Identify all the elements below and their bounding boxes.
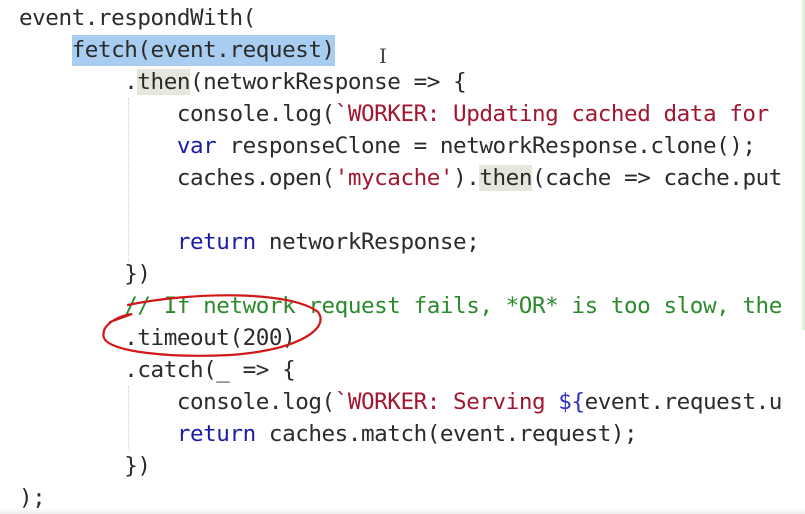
code-token: `WORKER: Serving	[334, 389, 559, 415]
code-line[interactable]: .then(networkResponse => {	[19, 66, 782, 98]
editor-right-edge-marker	[802, 0, 805, 330]
code-line[interactable]: console.log(`WORKER: Updating cached dat…	[19, 98, 782, 130]
code-token: .catch(_ => {	[124, 357, 296, 383]
indent	[19, 325, 124, 351]
code-token: event.respondWith(	[19, 5, 256, 31]
code-line[interactable]: return caches.match(event.request);	[19, 418, 782, 450]
code-line[interactable]: .catch(_ => {	[19, 354, 782, 386]
match-highlight-token: then	[137, 69, 191, 95]
code-line[interactable]: return networkResponse;	[19, 226, 782, 258]
indent	[19, 453, 124, 479]
match-highlight-token: then	[479, 165, 532, 191]
code-token: // If network request fails, *OR* is too…	[124, 293, 782, 319]
code-token: console.log(	[176, 101, 335, 127]
code-token: responseClone = networkResponse.clone();	[216, 133, 756, 159]
indent-guide	[128, 386, 129, 450]
code-token: ).	[453, 165, 480, 191]
text-ibeam-icon: I	[379, 44, 387, 68]
code-token: return	[176, 229, 256, 255]
indent	[19, 389, 177, 415]
code-token: ${	[558, 389, 585, 415]
code-token: );	[19, 485, 46, 511]
code-line[interactable]: console.log(`WORKER: Serving ${event.req…	[19, 386, 783, 418]
code-token: (networkResponse => {	[190, 69, 467, 95]
indent	[19, 165, 177, 191]
code-line[interactable]: caches.open('mycache').then(cache => cac…	[19, 162, 782, 194]
code-line[interactable]: .timeout(200)	[19, 322, 782, 354]
indent	[19, 37, 72, 63]
code-token: console.log(	[176, 389, 335, 415]
code-token: `WORKER: Updating cached data for	[334, 101, 769, 127]
code-line[interactable]: })	[19, 450, 782, 482]
code-token: .timeout(200)	[124, 325, 296, 351]
code-token: return	[176, 421, 256, 447]
code-token: 'mycache'	[334, 165, 454, 191]
code-lines[interactable]: event.respondWith( fetch(event.request) …	[19, 2, 782, 514]
code-token: })	[124, 261, 151, 287]
code-token: caches.match(event.request);	[255, 421, 638, 447]
code-line[interactable]: event.respondWith(	[19, 2, 782, 34]
indent	[19, 357, 124, 383]
code-token: })	[124, 453, 151, 479]
indent-guide	[128, 98, 129, 262]
code-line[interactable]: var responseClone = networkResponse.clon…	[19, 130, 782, 162]
code-line[interactable]: fetch(event.request)	[19, 34, 782, 66]
code-token: event.request.u	[584, 389, 783, 415]
indent	[19, 261, 124, 287]
code-token: var	[176, 133, 217, 159]
code-line[interactable]: );	[19, 482, 782, 514]
indent	[19, 421, 177, 447]
code-token: networkResponse;	[255, 229, 480, 255]
indent	[19, 69, 124, 95]
indent	[19, 293, 124, 319]
code-line[interactable]	[19, 194, 782, 226]
bottom-edge	[0, 508, 805, 514]
code-token: caches.open(	[176, 165, 335, 191]
code-token: .	[124, 69, 138, 95]
indent	[19, 229, 177, 255]
code-line[interactable]: })	[19, 258, 782, 290]
code-line[interactable]: // If network request fails, *OR* is too…	[19, 290, 782, 322]
selected-text: fetch(event.request)	[71, 35, 335, 66]
indent	[19, 133, 177, 159]
code-token: (cache => cache.put	[532, 165, 782, 191]
indent	[19, 101, 177, 127]
